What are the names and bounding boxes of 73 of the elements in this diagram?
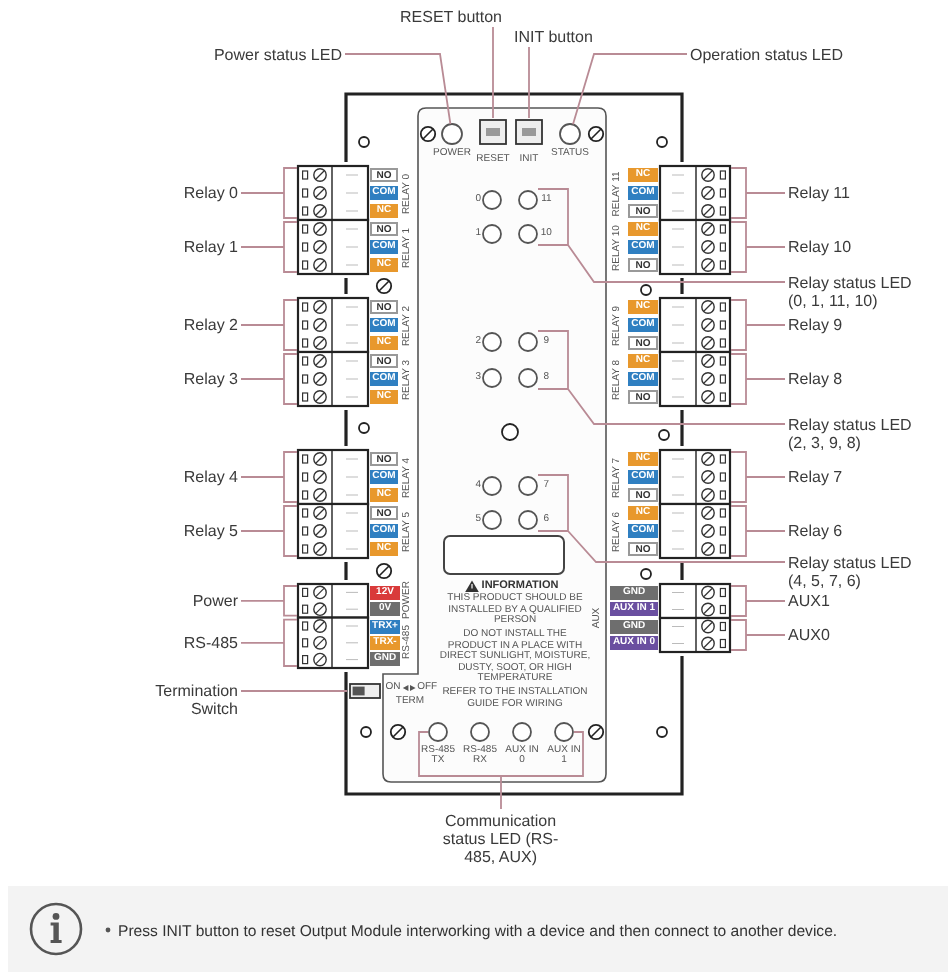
callout-label: Termination Switch — [138, 681, 238, 717]
callout-label: Relay 1 — [183, 238, 238, 256]
leader-line — [240, 505, 298, 557]
callout-label: Relay 0 — [183, 184, 238, 202]
callout-label: AUX0 — [788, 626, 830, 644]
leader-line — [492, 26, 494, 119]
terminal-block-drawing — [658, 616, 732, 654]
callout-label: Relay 7 — [788, 468, 843, 486]
terminal-block-drawing — [296, 448, 370, 506]
push-button — [479, 119, 507, 145]
callout-label: INIT button — [514, 27, 593, 45]
callout-label: Relay 3 — [183, 370, 238, 388]
terminal-block-drawing — [658, 582, 732, 620]
led-cluster-drawing — [428, 722, 574, 742]
leader-line — [730, 451, 786, 503]
callout-label: RESET button — [400, 7, 502, 25]
leader-line — [528, 46, 530, 119]
leader-line — [537, 330, 786, 425]
leader-line — [730, 167, 786, 219]
leader-line — [730, 619, 786, 651]
callout-label: Relay status LED (2, 3, 9, 8) — [788, 415, 928, 451]
push-button — [515, 119, 543, 145]
leader-line — [240, 585, 298, 617]
terminal-block-drawing — [296, 502, 370, 560]
callout-label: Relay 4 — [183, 468, 238, 486]
callout-label: Power — [192, 592, 238, 610]
callout-label: RS-485 — [183, 634, 238, 652]
callout-label: Relay 5 — [183, 522, 238, 540]
leader-line — [240, 451, 298, 503]
terminal-block-drawing — [296, 164, 370, 222]
leader-line — [730, 505, 786, 557]
terminal-block-drawing — [296, 616, 370, 670]
callout-label: Communication status LED (RS-485, AUX) — [440, 811, 561, 865]
leader-line — [344, 53, 452, 125]
leader-line — [240, 618, 298, 667]
callout-label: Relay 11 — [788, 184, 850, 202]
leader-line — [240, 167, 298, 219]
leader-line — [537, 188, 786, 283]
leader-line — [730, 221, 786, 273]
terminal-block-drawing — [296, 296, 370, 354]
callout-label: AUX1 — [788, 592, 830, 610]
leader-line — [572, 53, 688, 126]
leader-line — [240, 353, 298, 405]
led-cluster-drawing — [482, 476, 538, 530]
terminal-block-drawing — [658, 218, 732, 276]
callout-label: Power status LED — [213, 45, 342, 63]
terminal-block-drawing — [658, 502, 732, 560]
terminal-block-drawing — [658, 448, 732, 506]
callout-label: Relay 10 — [788, 238, 852, 256]
callout-label: Relay 8 — [788, 370, 843, 388]
callout-label: Operation status LED — [690, 45, 843, 63]
terminal-block-drawing — [296, 582, 370, 619]
leader-line — [240, 221, 298, 273]
callout-label: Relay status LED (4, 5, 7, 6) — [788, 553, 928, 589]
leader-line — [730, 299, 786, 351]
leader-line — [537, 474, 786, 563]
terminal-block-drawing — [296, 218, 370, 276]
leader-line — [240, 690, 348, 692]
leader-line — [730, 585, 786, 617]
terminal-block-drawing — [296, 350, 370, 408]
callout-label: Relay status LED (0, 1, 11, 10) — [788, 273, 928, 309]
terminal-block-drawing — [658, 164, 732, 222]
leader-line — [240, 299, 298, 351]
terminal-block-drawing — [658, 296, 732, 354]
leader-line — [730, 353, 786, 405]
led-cluster-drawing — [482, 190, 538, 244]
callout-label: Relay 2 — [183, 316, 238, 334]
slide-switch — [349, 683, 381, 699]
leader-line — [418, 731, 584, 810]
terminal-block-drawing — [658, 350, 732, 408]
callout-label: Relay 6 — [788, 522, 843, 540]
callout-label: Relay 9 — [788, 316, 843, 334]
led-cluster-drawing — [482, 332, 538, 388]
